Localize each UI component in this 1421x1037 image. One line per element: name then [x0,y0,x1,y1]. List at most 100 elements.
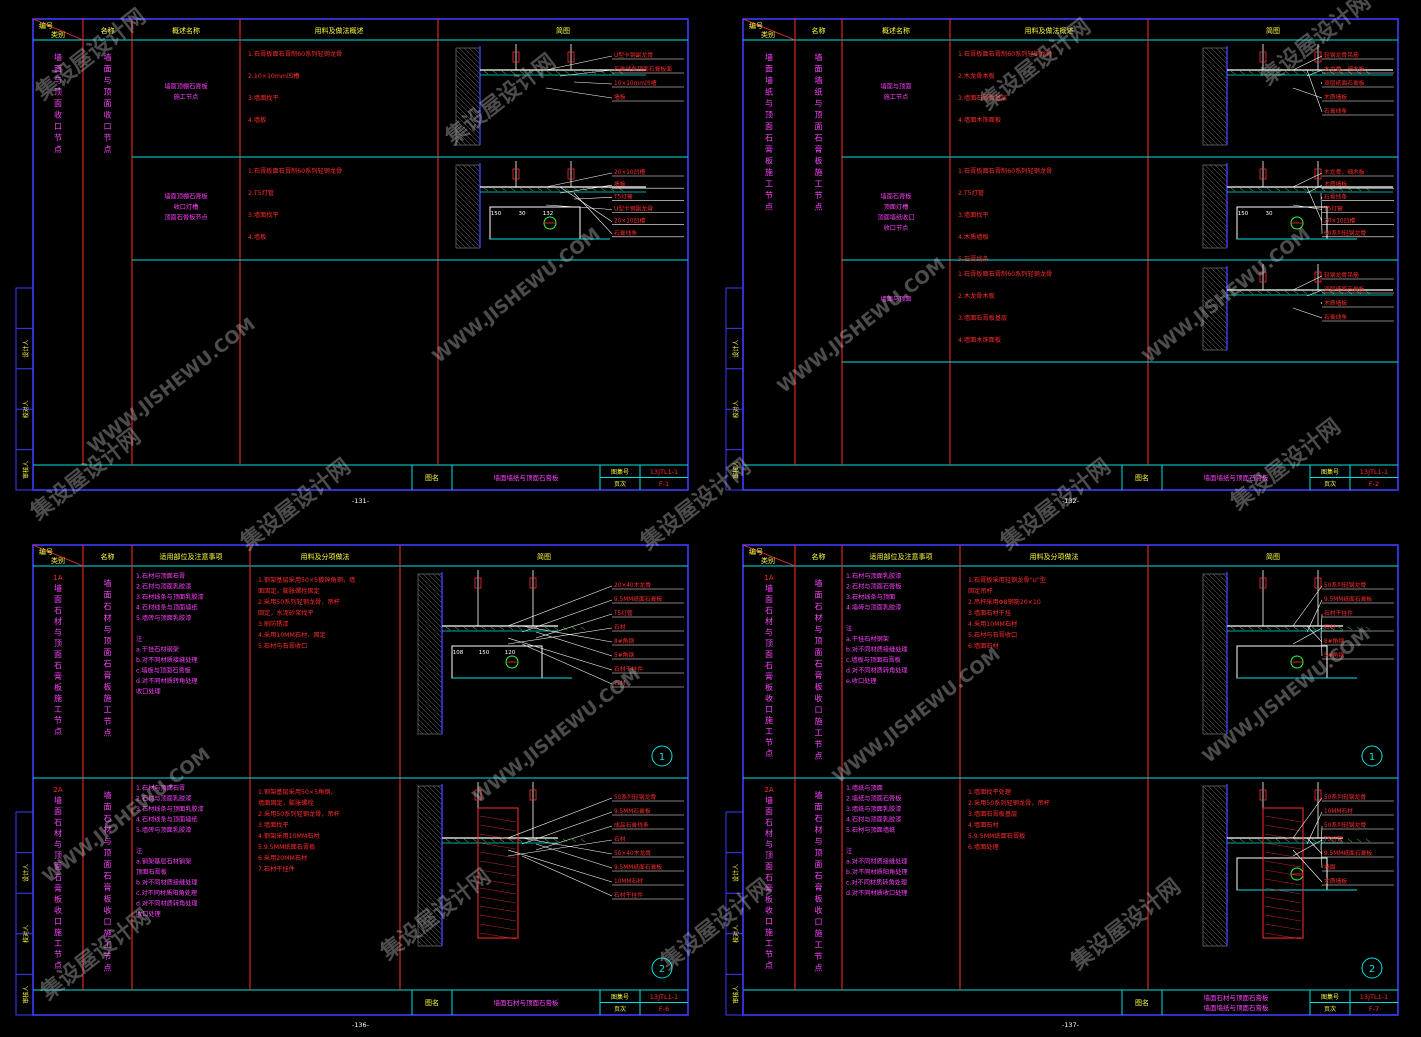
stone-hatch [479,860,517,868]
callout-label: 10×10mm凹槽 [614,79,657,87]
board-fill [573,70,579,75]
vertical-char: 与 [54,840,62,849]
hatch-line [1202,104,1228,130]
page-frame [32,18,689,491]
callout-label: 20×40木龙骨 [614,581,651,589]
board-fill [553,626,559,631]
vertical-char: 收 [815,693,823,703]
board-fill [501,70,507,75]
leader-line [1292,87,1323,99]
header-diagram: 简图 [537,552,551,561]
hatch-line [1202,344,1209,351]
row-description: 1.石材与顶面石膏 [136,784,185,792]
vertical-char: 工 [104,941,112,950]
page-no-label: 页次 [1324,1005,1336,1013]
row-description: 2.石材与顶面乳胶漆 [136,583,191,591]
row-code: 2A [764,786,773,794]
hanger-clip [529,789,537,801]
stone-hatch [1264,878,1302,886]
callout-label: T5灯管 [613,192,633,200]
callout-label: 石材干挂件 [614,891,643,899]
hatch-line [1202,703,1228,729]
leader-line [1320,631,1323,657]
stamp-border [725,287,744,491]
header-type: 类别 [51,30,65,39]
vertical-char: 板 [54,894,62,904]
row-description: 墙面与顶面 [881,83,912,91]
hatch-line [432,573,443,584]
row-material: 3.墙面石材干挂 [968,609,1011,617]
row-material: 1.墙面找平处理 [968,788,1011,796]
board-fill [537,187,543,192]
hatch-line [417,825,443,851]
hatch-line [1202,172,1228,198]
row-material: 3.墙面石膏板基层 [968,810,1017,818]
hatch-line [455,119,481,145]
hatch-line [422,785,443,806]
board-fill [562,626,568,631]
hatch-line [1202,910,1228,936]
callout-label: 10MM石材 [1324,807,1353,815]
stone-hatch [1264,923,1302,931]
board-fill [508,838,514,843]
hatch-line [473,47,481,55]
vertical-char: 口 [765,705,773,714]
leader-line [545,55,613,71]
leader-line [1292,797,1323,839]
board-fill [1347,838,1353,843]
drawing-page-3: 编号类别名称适用部位及注意事项用料及分项做法简图设计人校对人审核人图名墙面石材与… [15,544,689,1029]
stone-hatch [479,905,517,913]
board-fill [1275,626,1281,631]
stamp-border [725,811,744,1016]
row-description: 4.石材线条与顶面墙纸 [136,604,198,612]
vertical-char: 收 [815,905,823,915]
dimension: 150 [1238,211,1249,217]
row-description: d.对不同材质转角处理 [846,667,908,675]
board-fill [1338,626,1344,631]
hatch-line [1202,870,1228,896]
vertical-char: 工 [765,180,773,189]
header-material: 用料及做法概述 [315,26,364,35]
row-description: 顶面石膏板 [136,868,167,876]
hatch-line [422,573,443,594]
vertical-char: 节 [104,717,112,726]
hatch-line [1202,54,1228,80]
vertical-char: 口 [54,122,62,131]
hatch-line [1202,608,1228,634]
atlas-no: 13JTL1-1 [650,468,678,476]
wall-hatch [417,785,443,947]
vertical-char: 口 [104,918,112,927]
vertical-char: 与 [815,625,823,634]
callout-label: 双层纸面石膏板 [1324,285,1365,293]
detail-number-circle [1361,957,1383,979]
hatch-line [1202,633,1228,659]
row-description: 注 [136,847,142,855]
vertical-char: 石 [765,818,773,827]
board-fill [1284,187,1290,192]
vertical-char: 工 [815,729,823,738]
leader-line [1320,81,1323,85]
hatch-line [1202,299,1228,325]
stone-hatch [1264,833,1302,841]
vertical-char: 石 [765,606,773,615]
stone-hatch [479,878,517,886]
callout-label: 石膏线条 [1324,107,1347,115]
header-no: 编号 [749,21,763,30]
callout-label: 9.5MM纸面石膏板 [614,595,662,603]
row-material: 3.墙面找平 [248,94,279,102]
row-material: 2.T5灯管 [958,189,984,197]
vertical-char: 面 [815,591,823,600]
hatch-line [417,723,429,735]
figure-name-label: 图名 [425,473,439,482]
vertical-char: 面 [815,860,823,869]
vertical-char: 墙 [765,75,773,85]
leader-line [573,197,613,200]
hatch-line [1202,167,1228,193]
vertical-char: 口 [54,917,62,926]
callout-label: 木质墙板 [1324,299,1347,307]
callout-label: 石膏线条顶面石膏板面 [614,65,672,73]
row-material: 6.墙面石材 [968,642,999,650]
